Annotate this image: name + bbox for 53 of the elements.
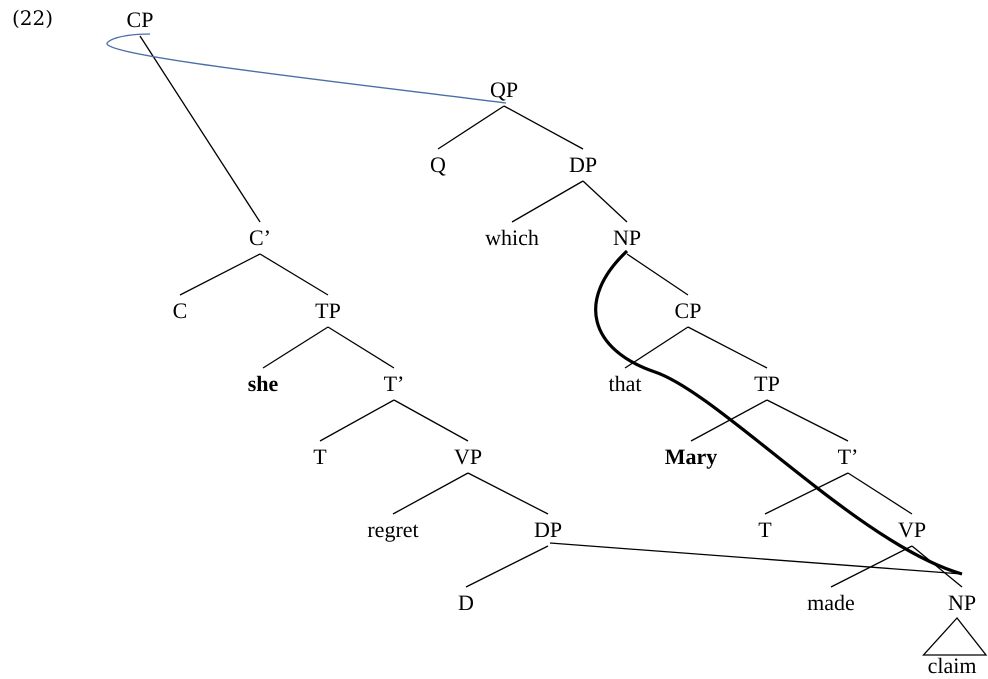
tree-branch <box>139 36 261 222</box>
tree-branch <box>912 546 962 588</box>
tree-branch <box>262 326 328 369</box>
tree-branch <box>504 105 584 150</box>
tree-node-label: D <box>458 590 474 616</box>
tree-branch <box>468 472 548 515</box>
tree-node-label: CP <box>674 298 702 324</box>
tree-node-label: T <box>313 444 327 470</box>
tree-node-label: which <box>485 225 539 251</box>
tree-branch <box>766 399 848 442</box>
tree-node-label: that <box>608 371 642 397</box>
tree-node-label: CP <box>126 7 154 33</box>
tree-branch <box>624 326 688 369</box>
tree-node-label: C <box>172 298 188 324</box>
tree-node-label: VP <box>454 444 482 470</box>
tree-node-label: made <box>807 590 855 616</box>
tree-branch <box>764 472 848 515</box>
tree-branch <box>830 545 912 588</box>
tree-node-label: T <box>758 517 772 543</box>
tree-branch <box>626 253 688 296</box>
tree-branch <box>688 326 768 369</box>
tree-node-label: TP <box>315 298 341 324</box>
tree-node-label: she <box>248 371 278 397</box>
tree-branch <box>466 545 548 588</box>
tree-branch <box>582 180 628 222</box>
tree-node-label: Mary <box>664 444 718 470</box>
tree-branch <box>848 472 912 515</box>
tree-node-label: regret <box>367 517 419 543</box>
tree-branch <box>320 399 394 442</box>
tree-node-label: TP <box>754 371 780 397</box>
tree-branch <box>392 472 468 515</box>
tree-node-label: claim <box>928 653 976 679</box>
tree-branch <box>180 253 260 296</box>
tree-branch <box>438 105 504 150</box>
tree-node-label: VP <box>898 517 926 543</box>
constituent-triangle <box>922 617 987 656</box>
tree-node-label: T’ <box>384 371 404 397</box>
tree-node-label: C’ <box>249 225 271 251</box>
example-number: (22) <box>12 6 54 30</box>
tree-branch <box>512 180 584 223</box>
movement-line <box>594 250 963 576</box>
tree-node-label: T’ <box>838 444 858 470</box>
tree-branch <box>394 399 468 442</box>
tree-branch <box>260 253 328 296</box>
movement-line <box>107 33 506 104</box>
tree-node-label: Q <box>430 152 446 178</box>
tree-node-label: DP <box>568 152 598 178</box>
tree-node-label: NP <box>948 590 976 616</box>
tree-branch <box>328 326 394 369</box>
tree-node-label: DP <box>534 517 562 543</box>
tree-node-label: QP <box>490 77 518 103</box>
tree-branch <box>690 399 768 442</box>
tree-node-label: NP <box>612 225 642 251</box>
